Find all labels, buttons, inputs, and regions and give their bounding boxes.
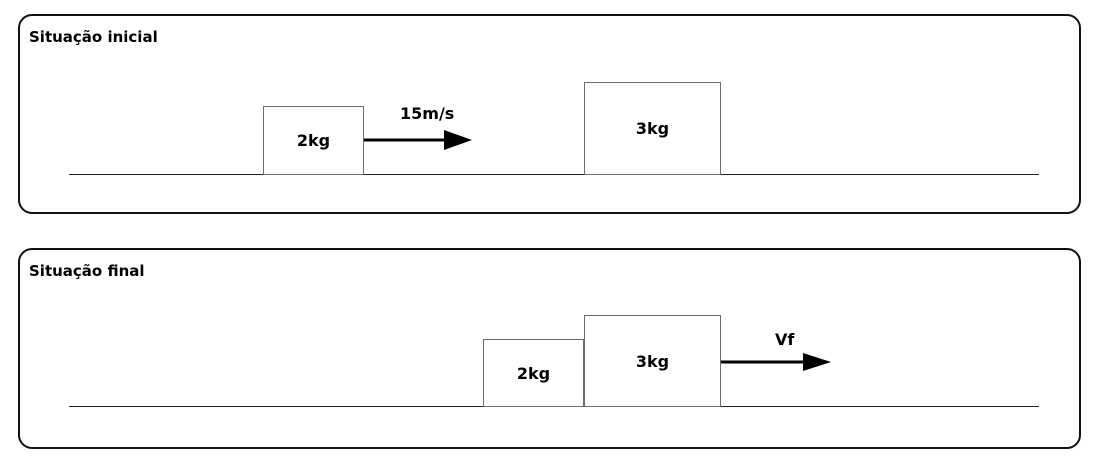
final-block-3kg-label: 3kg: [635, 351, 670, 371]
initial-situation-title: Situação inicial: [29, 28, 158, 46]
final-situation-title: Situação final: [29, 262, 145, 280]
final-block-3kg: 3kg: [584, 315, 721, 407]
final-velocity-label: Vf: [775, 330, 795, 349]
initial-velocity-arrow: [364, 130, 472, 150]
initial-block-3kg: 3kg: [584, 82, 721, 175]
final-block-2kg-label: 2kg: [516, 363, 551, 383]
initial-ground-line: [69, 174, 1039, 175]
initial-block-2kg-label: 2kg: [296, 131, 331, 150]
final-situation-panel: Situação final 2kg 3kg Vf: [18, 248, 1081, 449]
initial-block-2kg: 2kg: [263, 106, 364, 175]
initial-block-3kg-label: 3kg: [635, 119, 670, 138]
initial-situation-panel: Situação inicial 2kg 15m/s 3kg: [18, 14, 1081, 214]
final-block-2kg: 2kg: [483, 339, 584, 407]
initial-velocity-label: 15m/s: [400, 104, 455, 123]
final-velocity-arrow: [721, 353, 831, 371]
